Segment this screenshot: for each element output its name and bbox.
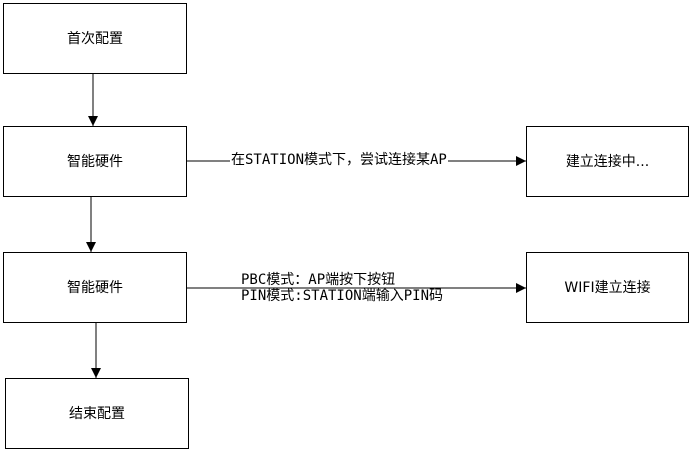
edge-label-pbc-mode: PBC模式：AP端按下按钮 xyxy=(241,272,396,288)
node-wifi-connect: WIFI建立连接 xyxy=(526,252,689,323)
edge-label-station-try: 在STATION模式下，尝试连接某AP xyxy=(230,152,448,168)
node-smart-device-1: 智能硬件 xyxy=(3,126,187,197)
node-wifi-connect-label: WIFI建立连接 xyxy=(564,279,651,296)
node-smart-device-1-label: 智能硬件 xyxy=(67,153,123,170)
node-connecting: 建立连接中... xyxy=(526,126,689,197)
node-first-config: 首次配置 xyxy=(3,3,187,74)
edge-label-wps-modes: PBC模式：AP端按下按钮 PIN模式:STATION端输入PIN码 xyxy=(240,272,444,304)
node-end-config-label: 结束配置 xyxy=(69,405,125,422)
node-first-config-label: 首次配置 xyxy=(67,30,123,47)
edge-label-pin-mode: PIN模式:STATION端输入PIN码 xyxy=(241,288,444,304)
node-smart-device-2-label: 智能硬件 xyxy=(67,279,123,296)
node-connecting-label: 建立连接中... xyxy=(565,153,650,170)
node-smart-device-2: 智能硬件 xyxy=(3,252,187,323)
node-end-config: 结束配置 xyxy=(5,378,189,449)
